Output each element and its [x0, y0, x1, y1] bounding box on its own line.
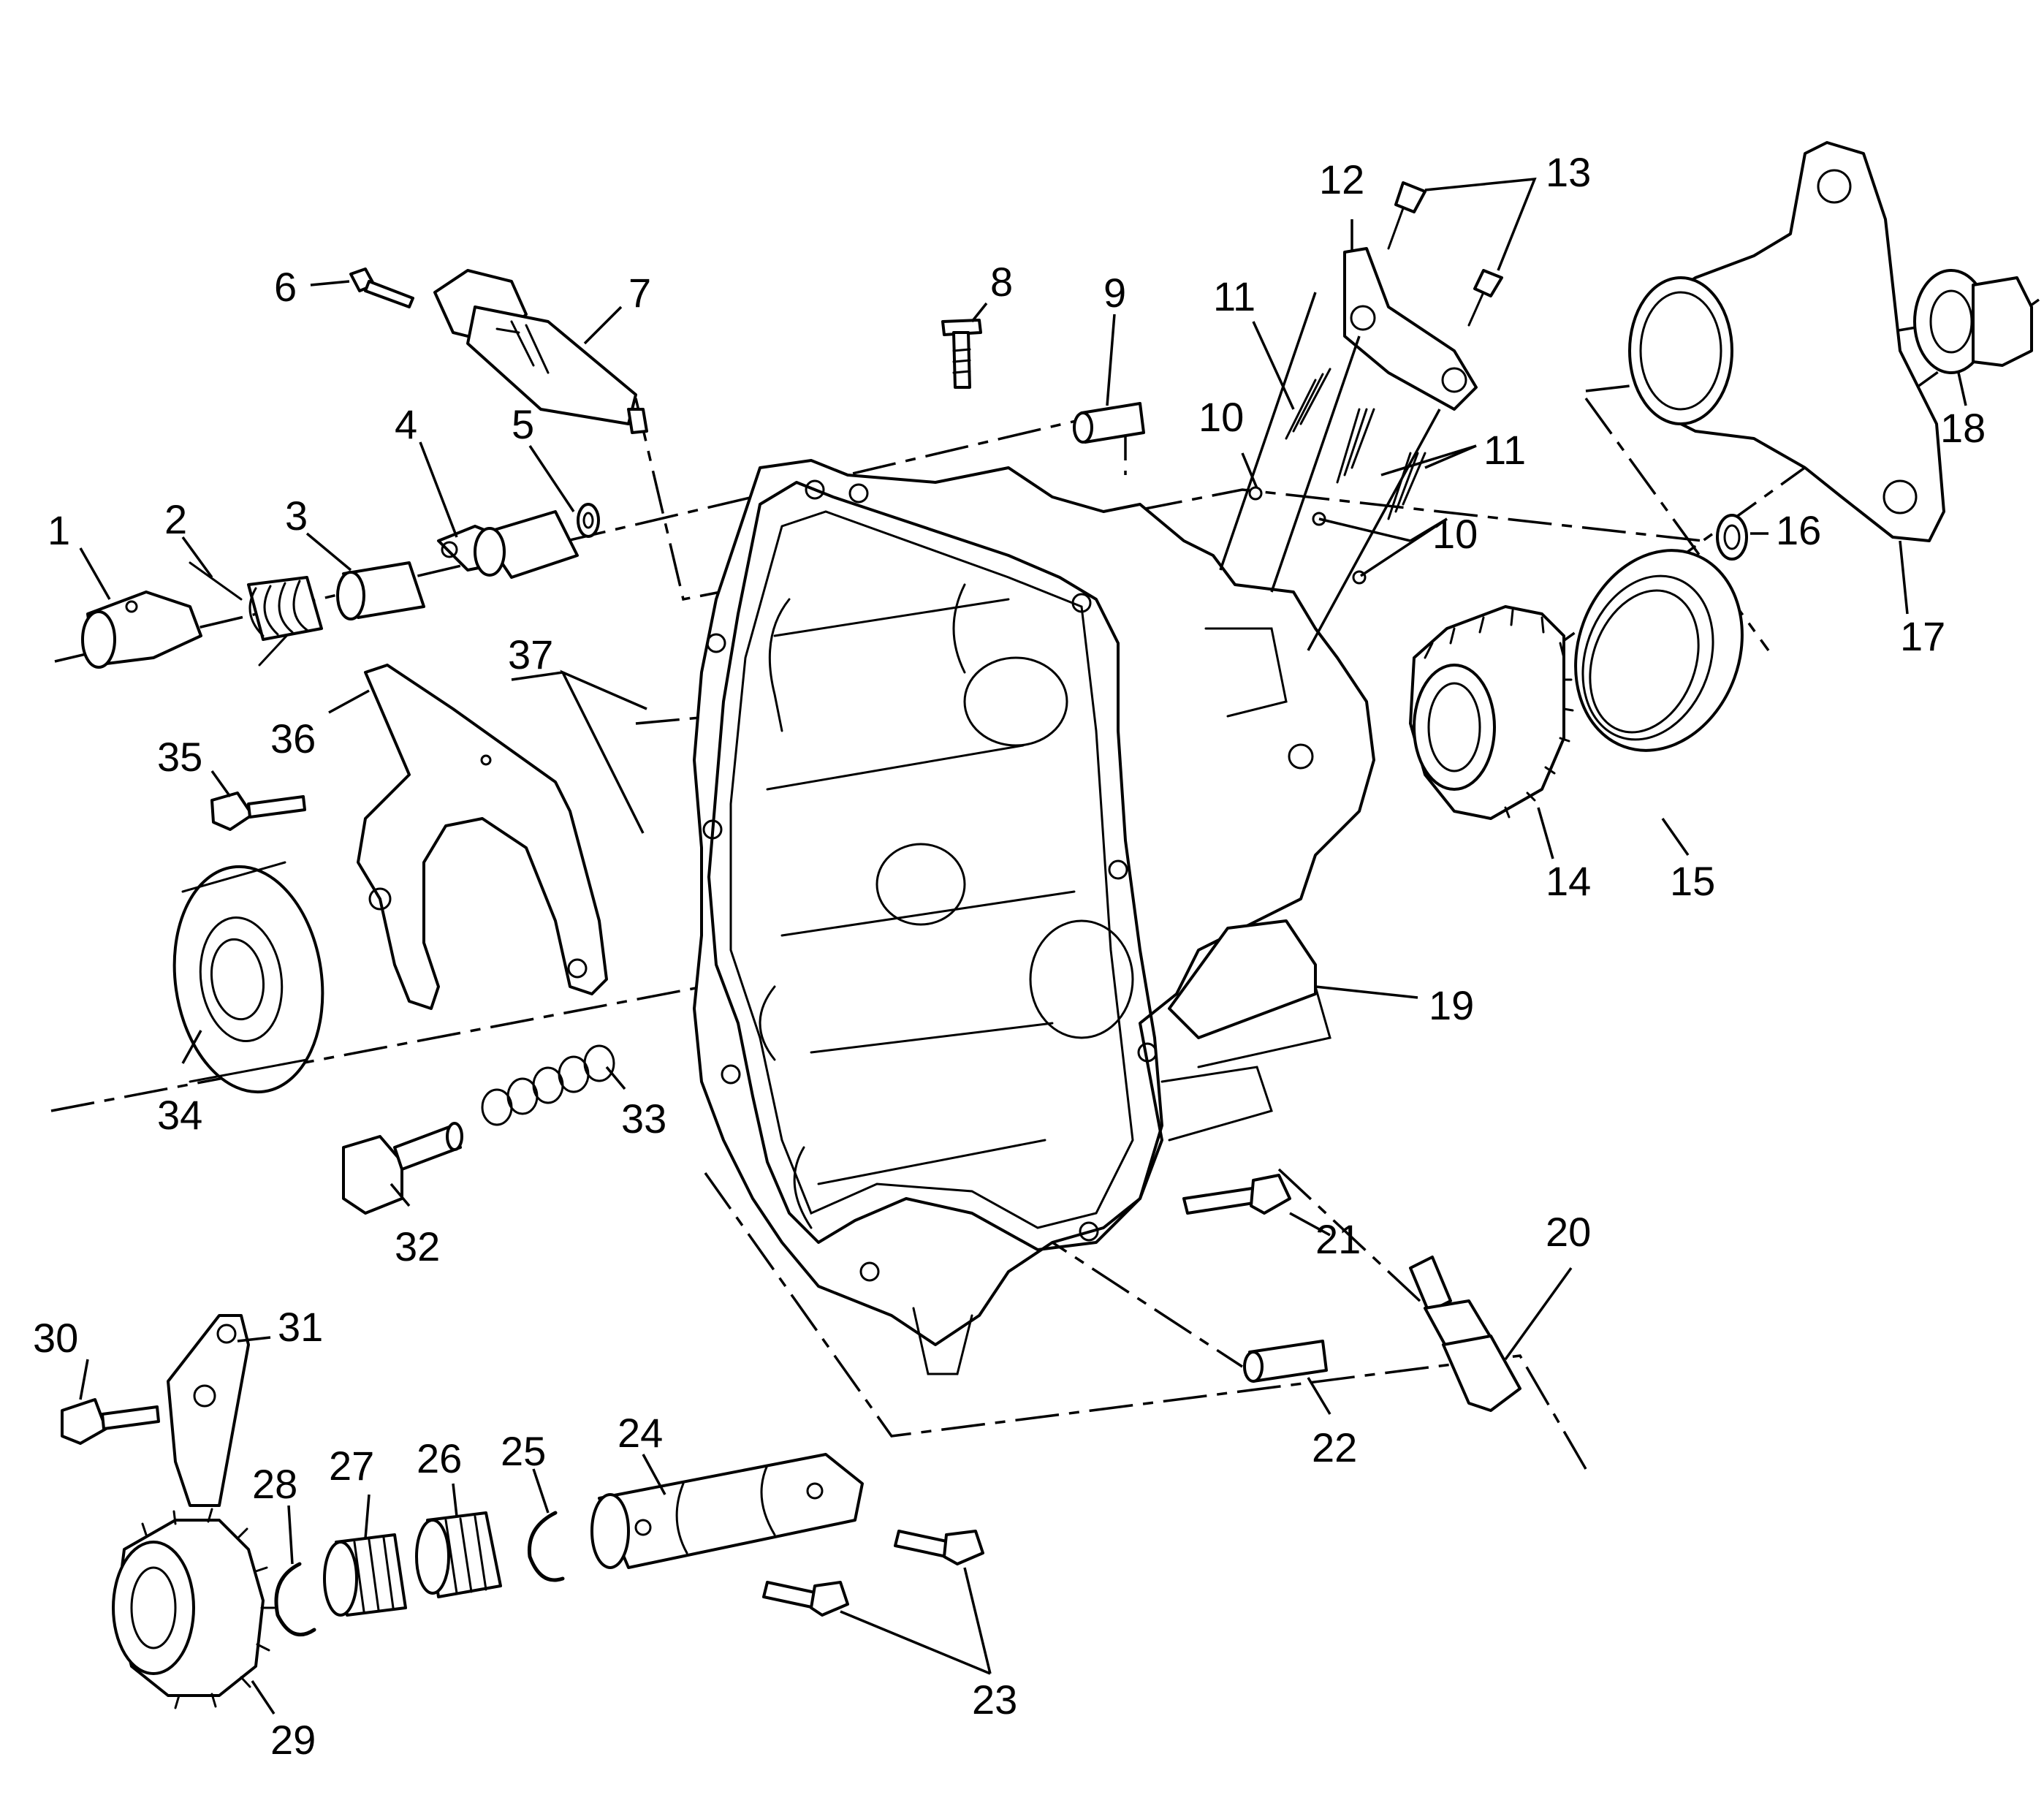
callout-20: 20 [1546, 1209, 1591, 1255]
part-18-flange-nut [1913, 269, 2033, 374]
callout-7: 7 [628, 270, 651, 316]
part-33-detent-spring [481, 1044, 615, 1126]
callout-3: 3 [285, 493, 308, 539]
callout-21: 21 [1315, 1216, 1361, 1262]
part-30-bolt [61, 1398, 160, 1445]
callout-6: 6 [274, 264, 297, 310]
callout-8: 8 [990, 259, 1013, 305]
callout-11a: 11 [1213, 273, 1255, 319]
part-32-detent-plug [342, 1122, 463, 1215]
part-6-bolt [349, 267, 414, 308]
callout-18: 18 [1940, 405, 1986, 451]
part-17-extension-housing [1628, 141, 1945, 542]
part-10-guide-pins [1219, 292, 1441, 651]
callout-25: 25 [501, 1428, 546, 1474]
callout-4: 4 [395, 401, 417, 447]
callout-13: 13 [1546, 149, 1591, 195]
callout-37: 37 [508, 631, 553, 677]
callout-32: 32 [395, 1223, 440, 1269]
part-16-seal-ring [1716, 514, 1748, 561]
part-23-bolts [762, 1530, 984, 1617]
part-22-dowel [1243, 1340, 1328, 1383]
callout-11b: 11 [1483, 427, 1526, 473]
part-26-needle-bearing [415, 1511, 502, 1598]
part-7-speed-sensor [433, 269, 648, 434]
callout-16: 16 [1776, 507, 1821, 553]
callout-30: 30 [33, 1315, 78, 1361]
part-5-washer [577, 503, 600, 538]
part-13-bolts [1387, 181, 1503, 327]
part-9-dowel [1073, 402, 1145, 444]
callout-labels: 1 2 3 4 5 6 7 8 9 10 10 11 11 12 13 14 1… [33, 149, 1986, 1763]
part-21-bolt [1182, 1174, 1291, 1215]
callout-5: 5 [512, 401, 534, 447]
part-14-gear [1409, 605, 1574, 820]
leader-lines [79, 177, 1967, 1715]
part-20-switch [1409, 1256, 1521, 1412]
part-36-shift-fork [357, 664, 608, 1010]
part-11-springs [1285, 368, 1426, 520]
part-12-bracket [1343, 247, 1478, 411]
callout-17: 17 [1900, 613, 1945, 659]
part-25-snap-ring [527, 1511, 565, 1582]
part-34-bearing [172, 861, 324, 1094]
callout-35: 35 [157, 734, 202, 780]
part-15-seal [1574, 549, 1744, 752]
callout-24: 24 [618, 1410, 663, 1456]
callout-19: 19 [1429, 982, 1474, 1028]
part-28-snap-ring [274, 1562, 316, 1637]
callout-34: 34 [157, 1092, 202, 1138]
callout-36: 36 [270, 715, 316, 762]
callout-29: 29 [270, 1717, 316, 1763]
callout-14: 14 [1546, 858, 1591, 904]
part-24-idler-shaft [590, 1453, 864, 1569]
callout-15: 15 [1670, 858, 1715, 904]
callout-10b: 10 [1432, 511, 1478, 557]
part-2-torsion-spring [189, 561, 323, 667]
callout-23: 23 [972, 1677, 1017, 1723]
callout-26: 26 [417, 1435, 462, 1481]
callout-33: 33 [621, 1096, 666, 1142]
callout-27: 27 [329, 1443, 374, 1489]
callout-2: 2 [164, 496, 187, 542]
transfer-case-housing [693, 459, 1375, 1375]
part-3-bushing [336, 561, 425, 620]
part-27-needle-bearing [323, 1533, 407, 1617]
part-29-idler-gear [112, 1508, 276, 1709]
part-35-bolt [210, 791, 306, 831]
callout-10a: 10 [1198, 394, 1244, 440]
callout-1: 1 [48, 507, 70, 553]
part-4-lever [437, 510, 579, 579]
part-1-sleeve [81, 591, 202, 669]
callout-12: 12 [1319, 156, 1364, 202]
part-8-bolt [941, 319, 982, 389]
callout-22: 22 [1312, 1424, 1357, 1470]
part-31-bracket [167, 1314, 250, 1507]
callout-31: 31 [278, 1304, 323, 1350]
callout-28: 28 [252, 1461, 297, 1507]
part-19-shield [1168, 919, 1317, 1039]
callout-9: 9 [1103, 270, 1126, 316]
